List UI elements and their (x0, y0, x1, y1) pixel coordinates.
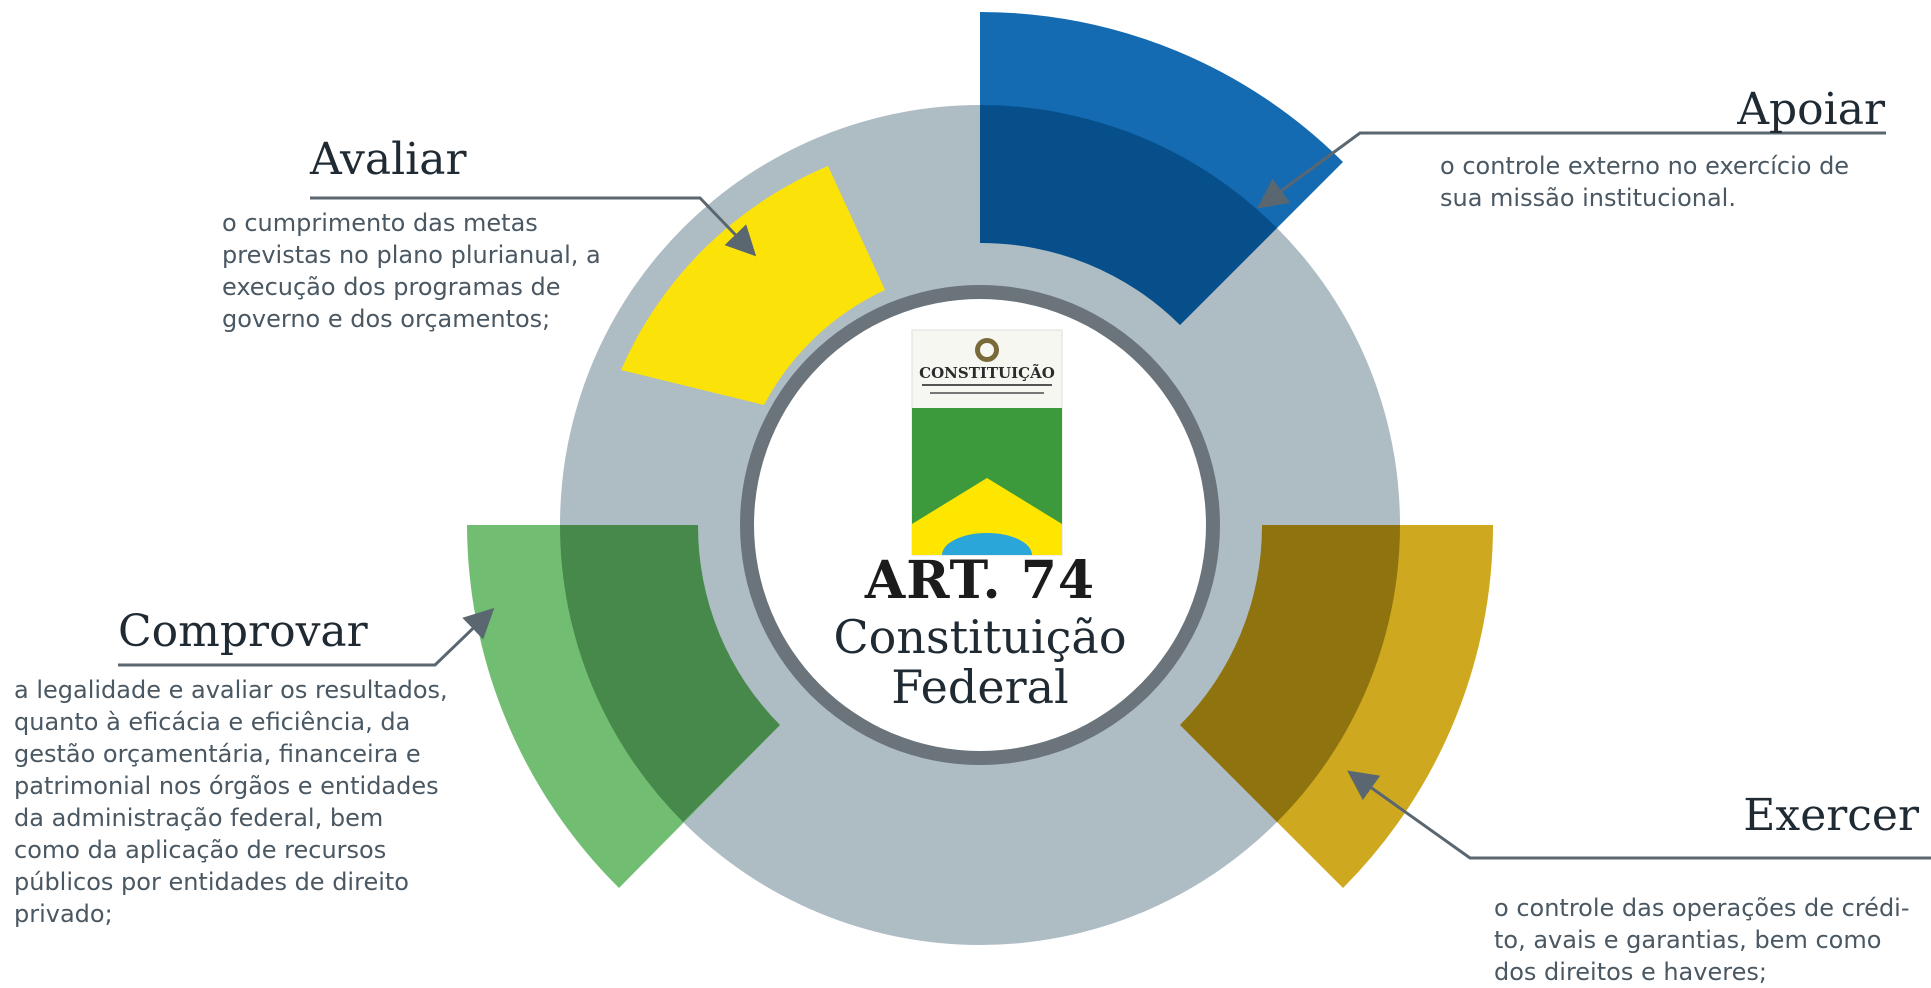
avaliar-description: o cumprimento das metas previstas no pla… (222, 209, 601, 333)
connector-comprovar (118, 607, 495, 667)
exercer-description: o controle das operações de crédi- to, a… (1494, 894, 1910, 986)
apoiar-title: Apoiar (1737, 84, 1885, 135)
center-title: ART. 74 (864, 550, 1096, 611)
exercer-title: Exercer (1743, 790, 1919, 841)
avaliar-title: Avaliar (310, 134, 467, 185)
constitution-book-icon (911, 329, 1063, 556)
overlap-apoiar (980, 105, 1277, 325)
sector-apoiar (980, 11, 1343, 325)
sector-exercer (1180, 525, 1494, 888)
sector-avaliar (621, 166, 885, 405)
book-title: CONSTITUIÇÃO (919, 364, 1055, 382)
comprovar-description: a legalidade e avaliar os resultados, qu… (14, 676, 448, 928)
sector-comprovar (467, 525, 780, 888)
center-subtitle: Constituição Federal (833, 610, 1127, 714)
overlap-comprovar (560, 525, 780, 822)
connector-avaliar (310, 196, 757, 257)
comprovar-title: Comprovar (118, 606, 368, 657)
apoiar-description: o controle externo no exercício de sua m… (1440, 152, 1850, 212)
connector-apoiar (1257, 131, 1886, 209)
overlap-exercer (1180, 525, 1401, 822)
connector-exercer (1347, 770, 1931, 860)
